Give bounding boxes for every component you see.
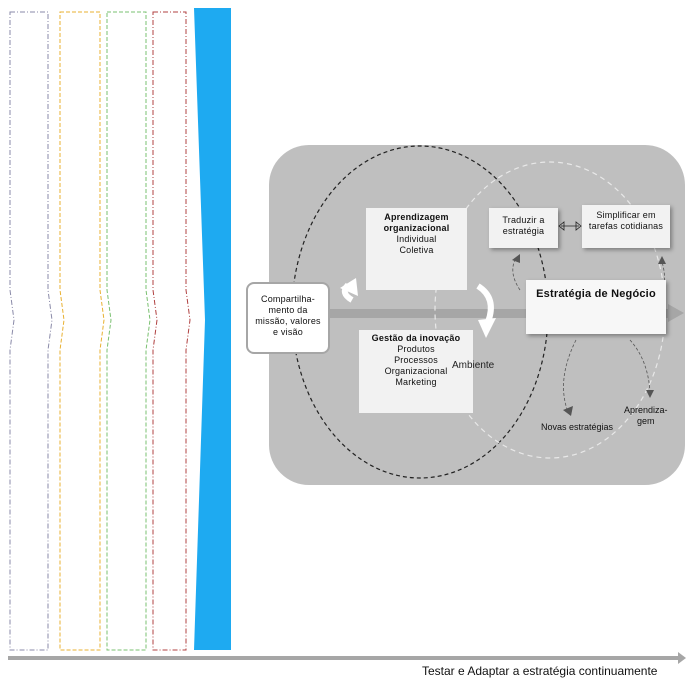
compartilhamento-line-1: Compartilha- bbox=[261, 294, 315, 304]
aprendizagem-line-1: Individual bbox=[396, 234, 437, 244]
bottom-label: Testar e Adaptar a estratégia continuame… bbox=[422, 664, 658, 678]
compartilhamento-line-4: e visão bbox=[273, 327, 303, 337]
novas-estrategias-label: Novas estratégias bbox=[541, 422, 614, 432]
horizontal-arrow-shaft bbox=[330, 309, 670, 318]
dashed-column-1 bbox=[9, 11, 53, 651]
estrategia-label: Estratégia de Negócio bbox=[536, 288, 656, 300]
compartilhamento-line-2: mento da bbox=[268, 305, 308, 315]
dashed-arrow-left-down bbox=[563, 339, 577, 413]
curved-arrow-left-head bbox=[340, 278, 358, 296]
bottom-arrow-head bbox=[678, 652, 686, 664]
gestao-title: Gestão da inovação bbox=[371, 333, 461, 343]
aprendizagem-right-label: Aprendiza- gem bbox=[624, 405, 668, 427]
curved-arrow-right-head bbox=[478, 318, 496, 338]
gestao-box: Gestão da inovação Produtos Processos Or… bbox=[359, 330, 473, 413]
estrategia-box: Estratégia de Negócio bbox=[526, 280, 666, 334]
ambiente-label: Ambiente bbox=[452, 360, 495, 371]
dashed-arrow-right-up bbox=[659, 261, 665, 301]
dashed-arrow-right-down bbox=[629, 339, 651, 393]
traduzir-box: Traduzir a estratégia bbox=[489, 208, 558, 248]
dashed-column-3 bbox=[106, 11, 151, 651]
dashed-column-2 bbox=[59, 11, 105, 651]
bottom-arrow-shaft bbox=[8, 656, 680, 660]
gestao-line-3: Organizacional bbox=[384, 366, 448, 376]
aprendiz-line-2: gem bbox=[637, 416, 655, 426]
compartilhamento-line-3: missão, valores bbox=[255, 316, 321, 326]
simplificar-line-2: tarefas cotidianas bbox=[588, 221, 664, 231]
gestao-line-1: Produtos bbox=[397, 344, 435, 354]
dashed-column-4 bbox=[152, 11, 191, 651]
traduzir-line-2: estratégia bbox=[502, 226, 545, 236]
curved-arrow-right bbox=[476, 283, 494, 324]
blue-band bbox=[194, 8, 231, 650]
traduzir-line-1: Traduzir a bbox=[502, 215, 545, 225]
aprendiz-line-1: Aprendiza- bbox=[624, 405, 668, 415]
aprendizagem-box: Aprendizagem organizacional Individual C… bbox=[366, 208, 467, 290]
gestao-line-2: Processos bbox=[394, 355, 438, 365]
compartilhamento-box: Compartilha- mento da missão, valores e … bbox=[246, 282, 330, 354]
simplificar-line-1: Simplificar em bbox=[596, 210, 656, 220]
aprendizagem-title-2: organizacional bbox=[383, 223, 450, 233]
simplificar-box: Simplificar em tarefas cotidianas bbox=[582, 205, 670, 248]
aprendizagem-line-2: Coletiva bbox=[399, 245, 434, 255]
horizontal-arrow-head bbox=[668, 304, 684, 322]
gestao-line-4: Marketing bbox=[395, 377, 437, 387]
aprendizagem-title-1: Aprendizagem bbox=[384, 212, 449, 222]
